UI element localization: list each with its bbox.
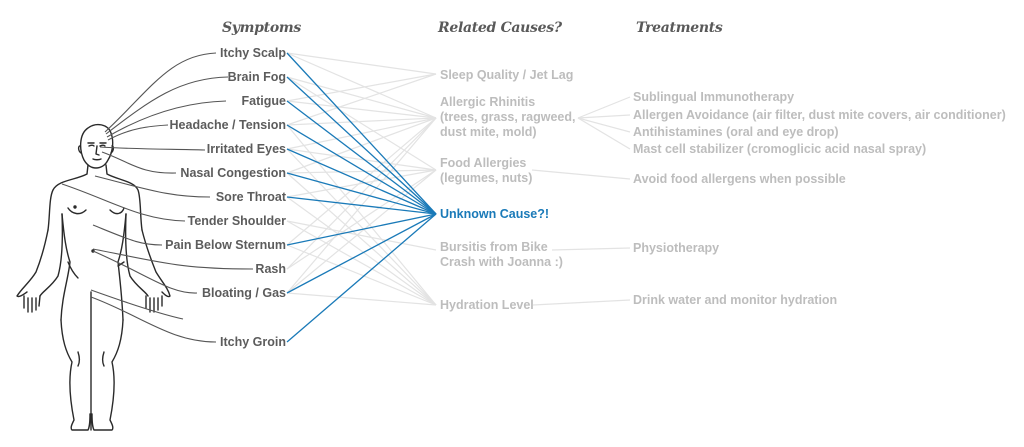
highlight-link-symptom-5 <box>286 172 437 215</box>
highlight-link-symptom-2 <box>286 100 437 215</box>
highlight-link-symptom-1 <box>286 76 437 215</box>
symptom-headache-tension[interactable]: Headache / Tension <box>169 118 286 132</box>
cause-line: Allergic Rhinitis <box>440 95 536 109</box>
link-symptom-6-cause-5 <box>286 196 437 306</box>
treatment-antihistamines-oral-and-eye-drop[interactable]: Antihistamines (oral and eye drop) <box>633 125 839 139</box>
pointer-nasal-congestion <box>101 151 177 174</box>
pointer-extra <box>90 289 184 320</box>
cause-unknown-cause[interactable]: Unknown Cause?! <box>440 207 549 222</box>
treatment-sublingual-immunotherapy[interactable]: Sublingual Immunotherapy <box>633 90 795 104</box>
link-cause-1-treatment-1 <box>577 114 631 119</box>
treatment-drink-water-and-monitor-hydration[interactable]: Drink water and monitor hydration <box>633 293 838 307</box>
pointer-itchy-scalp <box>104 52 217 133</box>
pointer-sore-throat <box>94 175 211 198</box>
link-symptom-3-cause-1 <box>286 117 437 126</box>
link-cause-1-treatment-3 <box>577 117 631 150</box>
link-cause-1-treatment-2 <box>577 117 631 133</box>
treatment-allergen-avoidance-air-filter-dust-mite-[interactable]: Allergen Avoidance (air filter, dust mit… <box>633 108 1006 122</box>
symptom-tender-shoulder[interactable]: Tender Shoulder <box>187 214 286 228</box>
link-symptom-10-cause-5 <box>286 292 437 306</box>
link-symptom-2-cause-1 <box>286 100 437 119</box>
link-symptom-5-cause-5 <box>286 172 437 306</box>
link-cause-5-treatment-6 <box>532 299 631 306</box>
pointer-pain-below-sternum <box>92 224 163 246</box>
treatment-mast-cell-stabilizer-cromoglicic-acid-na[interactable]: Mast cell stabilizer (cromoglicic acid n… <box>633 142 927 156</box>
cause-line: (legumes, nuts) <box>440 171 533 185</box>
link-symptom-1-cause-1 <box>286 76 437 119</box>
pointer-itchy-groin <box>90 296 217 343</box>
link-cause-1-treatment-0 <box>577 96 631 119</box>
symptom-fatigue[interactable]: Fatigue <box>241 94 286 108</box>
highlight-link-symptom-11 <box>286 213 437 343</box>
symptom-itchy-scalp[interactable]: Itchy Scalp <box>220 46 286 60</box>
body-pointer-lines <box>61 52 254 343</box>
pointer-tender-shoulder <box>61 183 186 222</box>
highlighted-links <box>286 52 437 343</box>
link-symptom-6-cause-2 <box>286 169 437 198</box>
cause-line: Sleep Quality / Jet Lag <box>440 68 574 82</box>
symptom-pain-below-sternum[interactable]: Pain Below Sternum <box>165 238 286 252</box>
symptom-bloating-gas[interactable]: Bloating / Gas <box>201 286 286 300</box>
link-symptom-3-cause-0 <box>286 73 437 126</box>
highlight-link-symptom-3 <box>286 124 437 215</box>
treatment-links <box>531 96 631 306</box>
cause-line: Unknown Cause?! <box>440 207 550 221</box>
symptom-nasal-congestion[interactable]: Nasal Congestion <box>180 166 286 180</box>
pointer-irritated-eyes <box>99 146 206 151</box>
cause-allergic-rhinitis[interactable]: Allergic Rhinitis(trees, grass, ragweed,… <box>440 95 575 140</box>
link-symptom-0-cause-1 <box>286 52 437 119</box>
treatments-heading: Treatments <box>636 20 723 36</box>
cause-line: Hydration Level <box>440 298 534 312</box>
cause-sleep-quality-jet-lag[interactable]: Sleep Quality / Jet Lag <box>440 68 573 83</box>
cause-line: Food Allergies <box>440 156 527 170</box>
symptom-rash[interactable]: Rash <box>255 262 286 276</box>
symptoms-heading: Symptoms <box>222 20 301 36</box>
link-symptom-2-cause-0 <box>286 73 437 102</box>
link-symptom-8-cause-5 <box>286 244 437 306</box>
highlight-link-symptom-6 <box>286 196 437 215</box>
highlight-link-symptom-10 <box>286 213 437 294</box>
causes-heading: Related Causes? <box>438 20 562 36</box>
link-symptom-7-cause-5 <box>286 220 437 306</box>
symptom-irritated-eyes[interactable]: Irritated Eyes <box>206 142 286 156</box>
symptom-itchy-groin[interactable]: Itchy Groin <box>220 335 286 349</box>
highlight-link-symptom-8 <box>286 213 437 246</box>
link-cause-4-treatment-5 <box>551 247 631 251</box>
link-symptom-3-cause-5 <box>286 124 437 306</box>
pointer-headache <box>107 124 169 141</box>
highlight-link-symptom-0 <box>286 52 437 215</box>
link-symptom-4-cause-5 <box>286 148 437 306</box>
treatment-avoid-food-allergens-when-possible[interactable]: Avoid food allergens when possible <box>633 172 846 186</box>
link-symptom-7-cause-4 <box>286 220 437 251</box>
pointer-rash <box>92 248 254 270</box>
cause-line: Crash with Joanna :) <box>440 255 563 269</box>
pointer-brain-fog <box>105 76 229 135</box>
cause-line: dust mite, mold) <box>440 125 537 139</box>
symptom-sore-throat[interactable]: Sore Throat <box>215 190 286 204</box>
cause-line: Bursitis from Bike <box>440 240 548 254</box>
link-symptom-5-cause-2 <box>286 169 437 174</box>
link-cause-2-treatment-4 <box>531 169 631 180</box>
symptom-brain-fog[interactable]: Brain Fog <box>227 70 286 84</box>
cause-line: (trees, grass, ragweed, <box>440 110 576 124</box>
link-symptom-4-cause-2 <box>286 148 437 171</box>
link-symptom-0-cause-0 <box>286 52 437 75</box>
treatment-physiotherapy[interactable]: Physiotherapy <box>633 241 720 255</box>
cause-hydration-level[interactable]: Hydration Level <box>440 298 534 313</box>
cause-food-allergies[interactable]: Food Allergies(legumes, nuts) <box>440 156 532 186</box>
pointer-fatigue <box>106 100 227 138</box>
pointer-bloating <box>92 250 198 294</box>
highlight-link-symptom-4 <box>286 148 437 215</box>
link-symptom-1-cause-2 <box>286 76 437 171</box>
